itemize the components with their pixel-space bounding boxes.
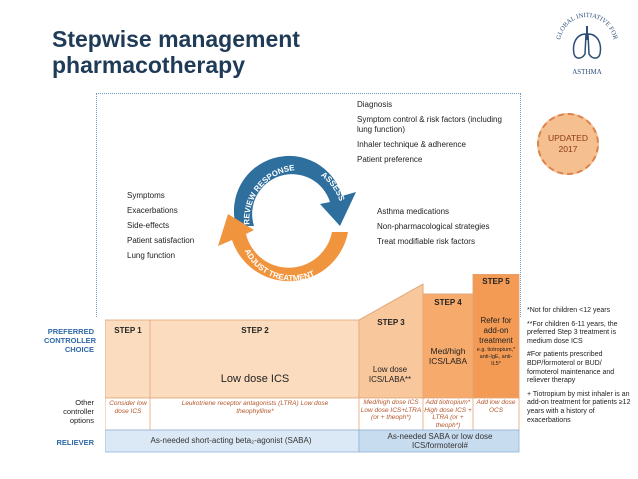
step4-header: STEP 4 bbox=[434, 298, 462, 307]
review-item: Symptoms bbox=[127, 191, 165, 200]
step5-header: STEP 5 bbox=[482, 277, 510, 286]
footnote: + Tiotropium by mist inhaler is an add-o… bbox=[527, 390, 631, 424]
step1-header: STEP 1 bbox=[114, 326, 142, 335]
adjust-arrow bbox=[218, 214, 348, 282]
treatment-cycle: REVIEW RESPONSE ASSESS ADJUST TREATMENT bbox=[192, 130, 382, 290]
other-controller-row bbox=[104, 397, 520, 431]
review-item: Exacerbations bbox=[127, 206, 178, 215]
review-assess-arrow bbox=[233, 155, 356, 226]
reliever-row-label: RELIEVER bbox=[56, 438, 94, 447]
preferred-row-label: PREFERRED CONTROLLER CHOICE bbox=[44, 327, 97, 354]
page-title: Stepwise management pharmacotherapy bbox=[52, 26, 300, 78]
adjust-list: Asthma medications Non-pharmacological s… bbox=[377, 207, 517, 252]
assess-list: Diagnosis Symptom control & risk factors… bbox=[357, 100, 517, 170]
gina-logo: GLOBAL INITIATIVE FOR ASTHMA bbox=[548, 4, 626, 82]
step1-2-preferred-cell bbox=[104, 319, 360, 399]
other-row-label: Other controller options bbox=[63, 398, 94, 425]
review-item: Lung function bbox=[127, 251, 176, 260]
reliever-ics-cell bbox=[358, 429, 520, 453]
assess-item: Diagnosis bbox=[357, 100, 393, 109]
adjust-item: Asthma medications bbox=[377, 207, 450, 216]
adjust-item: Treat modifiable risk factors bbox=[377, 237, 475, 246]
badge-line2: 2017 bbox=[558, 144, 578, 154]
step4-other: Add tiotropium* High dose ICS + LTRA (or… bbox=[424, 399, 472, 429]
step3-preferred: Low dose ICS/LABA** bbox=[368, 365, 412, 384]
step3-header: STEP 3 bbox=[377, 318, 405, 327]
step2-preferred: Low dose ICS bbox=[220, 373, 290, 385]
footnotes: *Not for children <12 years **For childr… bbox=[527, 307, 635, 430]
review-item: Side-effects bbox=[127, 221, 170, 230]
cycle-frame bbox=[96, 93, 521, 317]
footnote: *Not for children <12 years bbox=[527, 307, 611, 314]
assess-item: Symptom control & risk factors (includin… bbox=[357, 115, 502, 134]
review-item: Patient satisfaction bbox=[127, 236, 195, 245]
adjust-item: Non-pharmacological strategies bbox=[377, 222, 490, 231]
reliever-saba: As-needed short-acting beta₂-agonist (SA… bbox=[150, 436, 312, 445]
step5-cell bbox=[472, 273, 520, 399]
assess-item: Inhaler technique & adherence bbox=[357, 140, 466, 149]
step2-other: Leukotriene receptor antagonists (LTRA) … bbox=[181, 400, 329, 415]
step5-other: Add low dose OCS bbox=[476, 399, 516, 414]
footnote: **For children 6-11 years, the preferred… bbox=[527, 320, 618, 345]
updated-badge: UPDATED 2017 bbox=[537, 113, 599, 175]
step5-preferred-sub: e.g. tiotropium,* anti-IgE, anti-IL5* bbox=[476, 347, 516, 367]
step2-header: STEP 2 bbox=[241, 326, 269, 335]
lungs-logo-icon: GLOBAL INITIATIVE FOR ASTHMA bbox=[555, 12, 618, 76]
assess-item: Patient preference bbox=[357, 155, 423, 164]
step5-preferred: Refer for add-on treatment bbox=[479, 316, 513, 345]
step4-preferred: Med/high ICS/LABA bbox=[428, 346, 468, 366]
step3-other: Med/high dose ICS Low dose ICS+LTRA (or … bbox=[360, 399, 422, 421]
badge-line1: UPDATED bbox=[548, 133, 588, 143]
footnote: #For patients prescribed BDP/formoterol … bbox=[527, 351, 615, 385]
review-list: Symptoms Exacerbations Side-effects Pati… bbox=[127, 191, 227, 266]
reliever-ics: As-needed SABA or low dose ICS/formotero… bbox=[387, 432, 493, 450]
steps-table bbox=[104, 273, 523, 464]
step1-other: Consider low dose ICS bbox=[109, 400, 147, 415]
logo-bottom-text: ASTHMA bbox=[572, 68, 602, 76]
